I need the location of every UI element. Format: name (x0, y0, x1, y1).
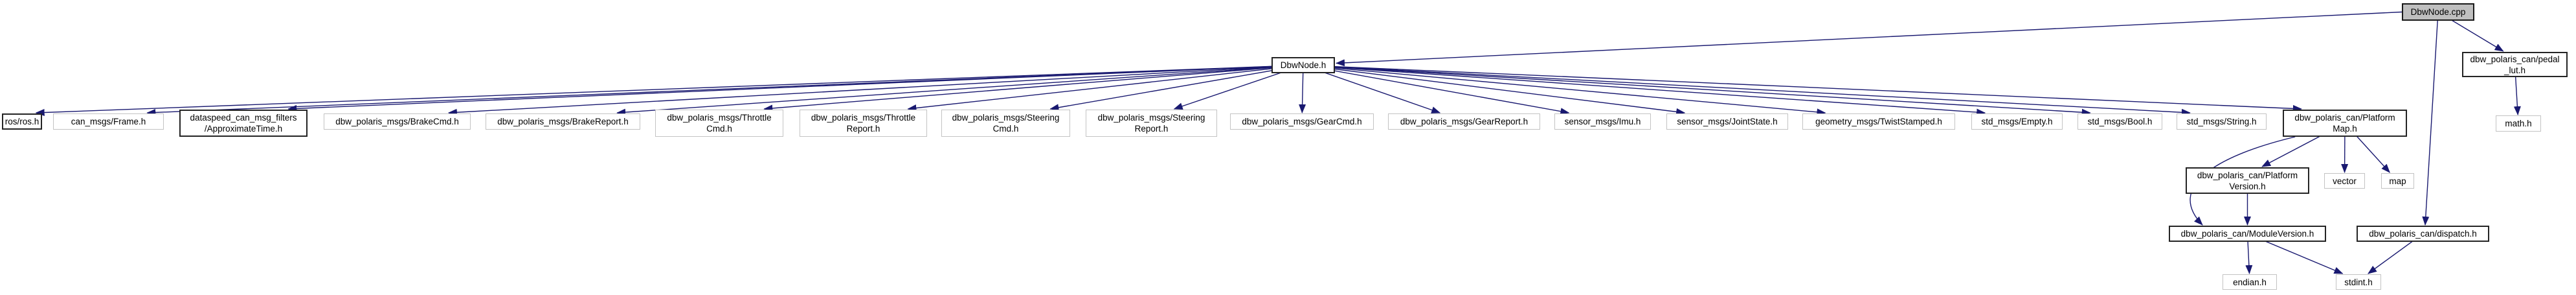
include-edge-cpp-to-h (1336, 11, 2402, 67)
include-edge-cpp-to-dispatch (2422, 12, 2439, 226)
include-edge-h-to-throttlecmd (763, 64, 1304, 112)
include-edge-h-to-twist (1303, 64, 1826, 116)
graph-node-label: Map.h (2333, 124, 2357, 134)
graph-node-string: std_msgs/String.h (2177, 113, 2267, 130)
include-edge-h-to-string (1303, 64, 2191, 116)
graph-node-imu: sensor_msgs/Imu.h (1554, 113, 1651, 130)
include-edge-h-to-platmap (1303, 64, 2302, 112)
graph-node-label: std_msgs/Bool.h (2087, 117, 2153, 126)
graph-node-label: Report.h (1134, 124, 1169, 134)
include-edge-h-to-imu (1303, 64, 1570, 115)
graph-node-endian: endian.h (2223, 274, 2277, 290)
graph-node-jointstate: sensor_msgs/JointState.h (1666, 113, 1788, 130)
graph-node-vector: vector (2324, 173, 2365, 189)
graph-node-label: dbw_polaris_msgs/BrakeCmd.h (335, 117, 459, 126)
graph-node-label: Version.h (2229, 181, 2266, 191)
graph-node-label: endian.h (2233, 277, 2267, 287)
graph-node-label: can_msgs/Frame.h (71, 117, 146, 126)
graph-node-label: map (2389, 176, 2406, 186)
graph-node-brakecmd: dbw_polaris_msgs/BrakeCmd.h (324, 113, 471, 130)
graph-node-ros[interactable]: ros/ros.h (2, 113, 42, 130)
graph-node-dispatch[interactable]: dbw_polaris_can/dispatch.h (2357, 226, 2489, 242)
graph-node-label: sensor_msgs/Imu.h (1564, 117, 1641, 126)
graph-node-label: dbw_polaris_msgs/Throttle (667, 113, 772, 123)
graph-node-bool: std_msgs/Bool.h (2078, 113, 2162, 130)
graph-node-gearcmd: dbw_polaris_msgs/GearCmd.h (1230, 113, 1374, 130)
graph-node-label: _lut.h (2503, 65, 2526, 75)
graph-node-label: dataspeed_can_msg_filters (190, 113, 297, 123)
graph-node-label: dbw_polaris_can/pedal (2470, 54, 2560, 64)
graph-node-label: std_msgs/Empty.h (1981, 117, 2053, 126)
include-edge-h-to-empty (1303, 64, 1986, 116)
include-edge-h-to-steeringcmd (1049, 64, 1304, 112)
graph-node-pedal[interactable]: dbw_polaris_can/pedal_lut.h (2462, 52, 2568, 77)
graph-node-label: DbwNode.h (1280, 60, 1327, 70)
graph-node-label: Cmd.h (992, 124, 1019, 134)
graph-node-label: dbw_polaris_can/Platform (2294, 113, 2395, 123)
include-edge-h-to-brakereport (616, 64, 1304, 116)
include-edge-h-to-bool (1303, 64, 2091, 116)
include-edge-h-to-ros (35, 64, 1304, 117)
graph-node-math: math.h (2496, 115, 2541, 132)
graph-node-approx[interactable]: dataspeed_can_msg_filters/ApproximateTim… (179, 110, 308, 137)
graph-node-modver[interactable]: dbw_polaris_can/ModuleVersion.h (2169, 226, 2326, 242)
graph-node-label: geometry_msgs/TwistStamped.h (1815, 117, 1942, 126)
graph-node-twist: geometry_msgs/TwistStamped.h (1802, 113, 1955, 130)
graph-node-label: dbw_polaris_msgs/BrakeReport.h (497, 117, 629, 126)
graph-node-label: Report.h (846, 124, 880, 134)
graph-node-label: dbw_polaris_msgs/GearCmd.h (1242, 117, 1362, 126)
graph-node-label: stdint.h (2344, 277, 2373, 287)
graph-node-h[interactable]: DbwNode.h (1271, 57, 1335, 73)
graph-node-label: math.h (2505, 119, 2532, 128)
graph-node-label: ros/ros.h (5, 117, 39, 126)
graph-node-frame: can_msgs/Frame.h (53, 113, 164, 130)
include-edge-h-to-throttlereport (907, 64, 1304, 112)
graph-node-label: dbw_polaris_msgs/Steering (952, 113, 1060, 123)
graph-node-label: Cmd.h (706, 124, 732, 134)
graph-node-label: sensor_msgs/JointState.h (1677, 117, 1778, 126)
graph-node-label: dbw_polaris_msgs/Throttle (811, 113, 916, 123)
graph-node-label: dbw_polaris_can/ModuleVersion.h (2180, 229, 2314, 239)
include-edge-h-to-jointstate (1303, 64, 1686, 115)
graph-node-label: DbwNode.cpp (2410, 7, 2466, 17)
graph-node-gearreport: dbw_polaris_msgs/GearReport.h (1388, 113, 1540, 130)
graph-node-label: dbw_polaris_can/dispatch.h (2369, 229, 2477, 239)
include-edge-h-to-brakecmd (447, 64, 1304, 116)
graph-node-label: /ApproximateTime.h (204, 124, 283, 134)
graph-node-label: dbw_polaris_msgs/Steering (1097, 113, 1205, 123)
graph-node-empty: std_msgs/Empty.h (1971, 113, 2063, 130)
graph-node-label: dbw_polaris_can/Platform (2197, 170, 2298, 180)
include-edge-h-to-approx (287, 64, 1304, 112)
graph-node-label: std_msgs/String.h (2186, 117, 2257, 126)
graph-node-label: vector (2333, 176, 2357, 186)
graph-node-stdint: stdint.h (2336, 274, 2381, 290)
graph-node-cpp: DbwNode.cpp (2402, 3, 2474, 21)
graph-node-map: map (2381, 173, 2414, 189)
graph-node-brakereport: dbw_polaris_msgs/BrakeReport.h (486, 113, 640, 130)
graph-node-label: dbw_polaris_msgs/GearReport.h (1400, 117, 1529, 126)
